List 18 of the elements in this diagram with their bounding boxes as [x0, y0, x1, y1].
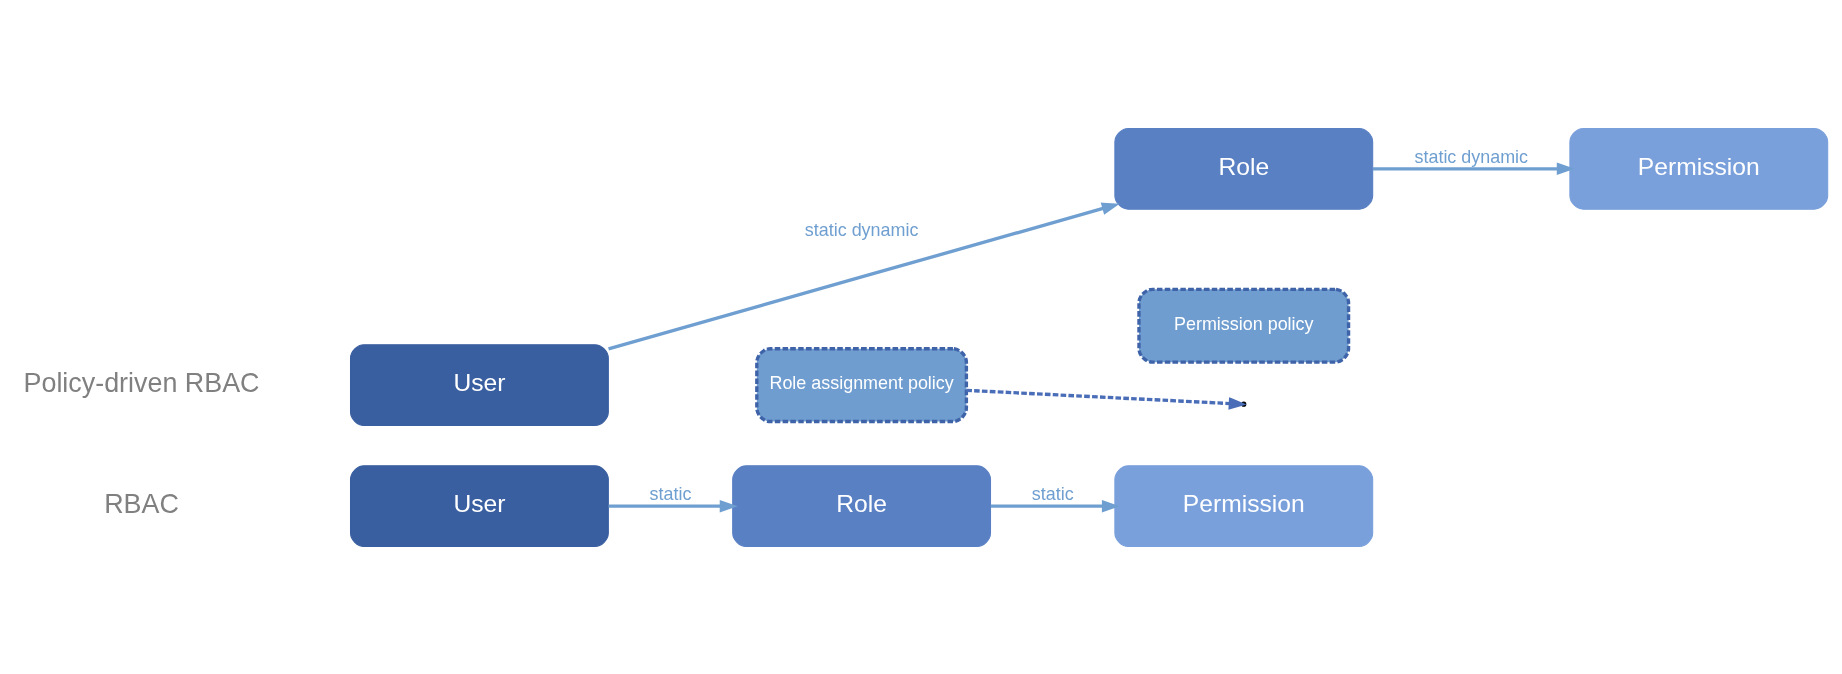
node-box: Role assignment policy	[755, 346, 969, 423]
node-box: Permission	[1114, 464, 1374, 547]
edge-label: static dynamic	[1414, 146, 1529, 167]
node-box: User	[350, 464, 609, 547]
node-box: Role	[1114, 127, 1374, 210]
arrow	[1372, 162, 1575, 175]
label: Policy-driven RBAC	[23, 367, 260, 398]
edge-label: static	[1031, 483, 1074, 504]
arrow	[990, 499, 1120, 512]
node-box: Permission	[1569, 127, 1829, 210]
label: RBAC	[104, 488, 179, 519]
node-box: User	[350, 343, 609, 426]
node-box: Role	[732, 464, 992, 547]
arrow	[608, 499, 738, 512]
edge-label: static	[649, 483, 692, 504]
arrow	[608, 202, 1120, 350]
node-box: Permission policy	[1137, 287, 1351, 364]
edge-label: static dynamic	[804, 219, 919, 240]
